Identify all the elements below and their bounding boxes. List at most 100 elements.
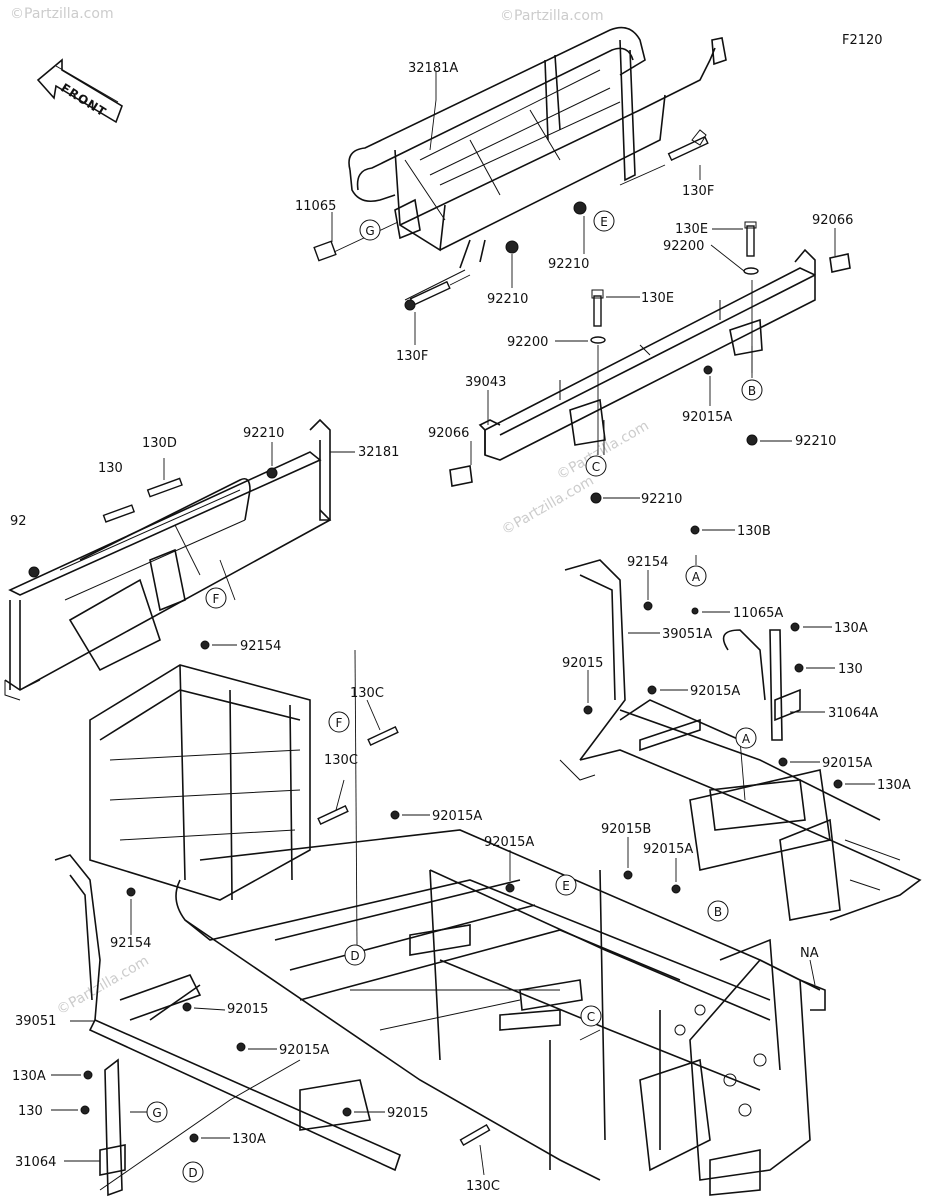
ref-circle-C: C xyxy=(580,1005,602,1027)
front-direction-arrow: FRONT xyxy=(36,58,123,124)
callout-92015A: 92015A xyxy=(432,809,482,824)
ref-circle-B: B xyxy=(707,900,729,922)
bolt-92015A-icon xyxy=(778,757,788,767)
ref-circle-A: A xyxy=(685,565,707,587)
svg-text:A: A xyxy=(692,570,701,584)
callout-NA: NA xyxy=(800,946,819,961)
bolt-92015-icon xyxy=(182,1002,192,1012)
callout-130F: 130F xyxy=(682,184,714,199)
bolt-130-icon xyxy=(80,1105,90,1115)
bolt-92015A-icon xyxy=(671,884,681,894)
svg-text:©Partzilla.com: ©Partzilla.com xyxy=(10,6,114,22)
cap-11065-icon xyxy=(313,240,337,262)
callout-130A: 130A xyxy=(877,778,911,793)
callout-130: 130 xyxy=(18,1104,43,1119)
hardware-upper xyxy=(313,129,709,311)
callout-92015A: 92015A xyxy=(643,842,693,857)
svg-text:B: B xyxy=(748,384,756,398)
callout-92210: 92210 xyxy=(243,426,284,441)
callout-11065: 11065 xyxy=(295,199,336,214)
ref-circle-B: B xyxy=(741,379,763,401)
washer-92200-icon xyxy=(743,267,759,275)
callout-92210: 92210 xyxy=(641,492,682,507)
callout-92154: 92154 xyxy=(240,639,281,654)
ref-circle-G: G xyxy=(359,219,381,241)
nut-11065A-icon xyxy=(691,607,699,615)
callout-92154: 92154 xyxy=(627,555,668,570)
ref-circle-A: A xyxy=(735,727,757,749)
callout-31064A: 31064A xyxy=(828,706,878,721)
svg-text:A: A xyxy=(742,732,751,746)
svg-text:F: F xyxy=(336,716,343,730)
bolt-92154-icon xyxy=(200,640,210,650)
reference-circles: E G B C F A F A E B D C G D xyxy=(146,210,763,1183)
nut-92210-icon xyxy=(590,492,602,504)
callout-31064: 31064 xyxy=(15,1155,56,1170)
bolt-92154-icon xyxy=(643,601,653,611)
watermarks: ©Partzilla.com ©Partzilla.com ©Partzilla… xyxy=(10,6,652,1018)
bolt-130F-icon xyxy=(409,280,451,307)
callout-11065A: 11065A xyxy=(733,606,783,621)
bolt-130F-icon xyxy=(667,135,709,162)
svg-text:F: F xyxy=(213,592,220,606)
callout-92015A: 92015A xyxy=(822,756,872,771)
callout-130E: 130E xyxy=(675,222,708,237)
callout-92210: 92210 xyxy=(548,257,589,272)
callout-32181: 32181 xyxy=(358,445,399,460)
hardware-frame xyxy=(80,525,843,1147)
callout-130A: 130A xyxy=(834,621,868,636)
bolt-130C-icon xyxy=(367,726,399,746)
callout-39051: 39051 xyxy=(15,1014,56,1029)
callout-130E: 130E xyxy=(641,291,674,306)
callout-130A: 130A xyxy=(12,1069,46,1084)
nut-92210-icon xyxy=(573,201,587,215)
crossmember-39043 xyxy=(449,221,851,504)
callout-92210: 92210 xyxy=(795,434,836,449)
rear-rack-32181 xyxy=(4,418,332,701)
bolt-92015A-icon xyxy=(236,1042,246,1052)
bolt-130C-icon xyxy=(459,1123,491,1147)
svg-text:©Partzilla.com: ©Partzilla.com xyxy=(499,473,597,539)
main-frame xyxy=(89,664,826,1196)
bolt-92015-icon xyxy=(342,1107,352,1117)
callout-92015: 92015 xyxy=(562,656,603,671)
callout-92015A: 92015A xyxy=(682,410,732,425)
callout-92066: 92066 xyxy=(428,426,469,441)
bolt-130A-icon xyxy=(83,1070,93,1080)
callout-92015A: 92015A xyxy=(690,684,740,699)
callout-130D: 130D xyxy=(142,436,177,451)
svg-text:E: E xyxy=(600,215,608,229)
bolt-130-icon xyxy=(102,504,136,523)
ref-circle-D: D xyxy=(182,1161,204,1183)
bolt-92015A-icon xyxy=(703,365,713,375)
front-label: FRONT xyxy=(58,81,109,120)
callout-92: 92 xyxy=(10,514,27,529)
bolt-130A-icon xyxy=(833,779,843,789)
ref-circle-E: E xyxy=(555,874,577,896)
callout-130: 130 xyxy=(838,662,863,677)
right-bracket-39051A xyxy=(559,559,922,921)
svg-text:E: E xyxy=(562,879,570,893)
bolt-92015A-icon xyxy=(505,883,515,893)
bolt-130E-icon xyxy=(593,295,602,327)
bolt-92154-icon xyxy=(126,887,136,897)
callout-39043: 39043 xyxy=(465,375,506,390)
bolt-130A-icon xyxy=(790,622,800,632)
svg-text:G: G xyxy=(152,1106,161,1120)
svg-text:G: G xyxy=(365,224,374,238)
callout-92200: 92200 xyxy=(663,239,704,254)
bolt-130C-icon xyxy=(317,805,349,825)
nut-92210-icon xyxy=(266,467,278,479)
callout-32181A: 32181A xyxy=(408,61,458,76)
callout-92066: 92066 xyxy=(812,213,853,228)
ref-circle-G: G xyxy=(146,1101,168,1123)
washer-92200-icon xyxy=(590,336,606,344)
callout-130: 130 xyxy=(98,461,123,476)
bolt-130E-icon xyxy=(746,225,755,257)
svg-text:C: C xyxy=(592,460,600,474)
callout-130A: 130A xyxy=(232,1132,266,1147)
left-bracket-39051 xyxy=(54,854,401,1197)
callout-92015B: 92015B xyxy=(601,822,651,837)
callout-92200: 92200 xyxy=(507,335,548,350)
